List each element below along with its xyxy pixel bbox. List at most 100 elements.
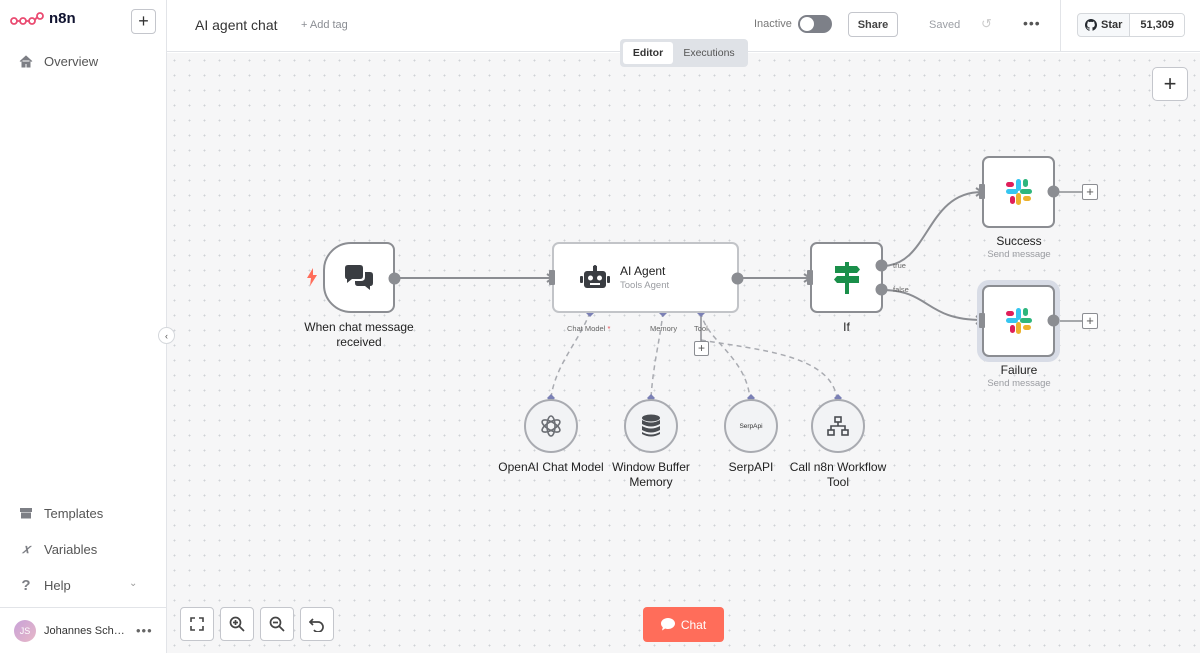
sidebar-item-label: Overview xyxy=(44,53,99,69)
active-status-label: Inactive xyxy=(754,18,792,30)
n8n-logo-icon xyxy=(10,11,44,25)
node-label-success: Success xyxy=(996,234,1042,248)
header: AI agent chat + Add tag Inactive Share S… xyxy=(167,0,1200,52)
node-label-chat-trigger: When chat message received xyxy=(304,320,414,349)
sidebar-item-label: Templates xyxy=(44,505,104,521)
node-openai-chat-model[interactable] xyxy=(524,399,578,453)
node-success[interactable] xyxy=(982,156,1055,228)
collapse-sidebar-button[interactable]: ‹ xyxy=(158,327,175,344)
tab-editor[interactable]: Editor xyxy=(623,42,673,64)
node-subtitle-failure: Send message xyxy=(987,378,1051,389)
sitemap-icon xyxy=(827,416,849,436)
question-icon: ? xyxy=(21,576,31,594)
signpost-icon xyxy=(833,261,860,294)
node-label-openai: OpenAI Chat Model xyxy=(498,460,604,474)
output-port[interactable] xyxy=(731,272,744,285)
active-toggle[interactable] xyxy=(798,15,832,33)
node-call-workflow-tool[interactable] xyxy=(811,399,865,453)
mode-tabs: Editor Executions xyxy=(620,39,748,67)
workflow-name[interactable]: AI agent chat xyxy=(195,17,278,33)
input-port[interactable] xyxy=(549,270,555,285)
add-node-button[interactable]: + xyxy=(1152,67,1188,101)
github-star-widget[interactable]: Star 51,309 xyxy=(1077,13,1185,37)
avatar: JS xyxy=(14,619,36,642)
serpapi-icon: SerpApi xyxy=(739,422,763,430)
database-icon xyxy=(642,414,660,437)
chat-icon xyxy=(660,618,675,631)
toggle-knob xyxy=(800,17,814,31)
chevron-down-icon[interactable]: ⌄ xyxy=(129,578,138,589)
port-label-tool: Tool xyxy=(694,324,708,333)
user-menu[interactable]: JS Johannes Schn... ••• xyxy=(0,607,166,653)
openai-icon xyxy=(541,415,561,437)
zoom-out-button[interactable] xyxy=(260,607,294,641)
port-label-chat-model: Chat Model * xyxy=(567,324,611,333)
zoom-out-icon xyxy=(269,616,285,632)
add-next-node-button[interactable]: + xyxy=(1082,313,1098,329)
saved-status: Saved xyxy=(929,19,961,31)
slack-icon xyxy=(1005,308,1032,334)
sidebar-item-templates[interactable]: Templates xyxy=(18,505,103,521)
node-if[interactable] xyxy=(810,242,883,313)
edge-if-success xyxy=(881,191,983,267)
node-failure[interactable] xyxy=(982,285,1055,357)
node-label-memory: Window Buffer Memory xyxy=(612,460,690,489)
chat-bubbles-icon xyxy=(345,264,373,290)
port-label-memory: Memory xyxy=(650,324,678,333)
agent-subtitle: Tools Agent xyxy=(620,280,670,291)
add-tool-button[interactable]: + xyxy=(694,341,709,356)
output-port[interactable] xyxy=(1047,314,1060,327)
node-label-failure: Failure xyxy=(1000,363,1038,377)
zoom-in-icon xyxy=(229,616,245,632)
node-subtitle-success: Send message xyxy=(987,249,1051,260)
add-next-node-button[interactable]: + xyxy=(1082,184,1098,200)
more-options-icon[interactable]: ••• xyxy=(1023,15,1041,31)
new-workflow-button[interactable]: + xyxy=(131,9,156,34)
node-label-serpapi: SerpAPI xyxy=(728,460,774,474)
add-tag-link[interactable]: + Add tag xyxy=(301,19,348,31)
chat-button-label: Chat xyxy=(680,617,707,632)
output-port-false[interactable] xyxy=(875,283,888,296)
slack-icon xyxy=(1005,179,1032,205)
input-port[interactable] xyxy=(979,313,985,328)
fit-view-button[interactable] xyxy=(180,607,214,641)
github-star-count[interactable]: 51,309 xyxy=(1130,14,1184,36)
output-port[interactable] xyxy=(388,272,401,285)
more-icon[interactable]: ••• xyxy=(136,623,153,638)
node-window-buffer-memory[interactable] xyxy=(624,399,678,453)
github-star-button[interactable]: Star xyxy=(1078,14,1131,36)
sub-edge-chat-model xyxy=(550,311,591,399)
input-port[interactable] xyxy=(979,184,985,199)
reset-zoom-button[interactable] xyxy=(300,607,334,641)
fit-view-icon xyxy=(190,617,204,631)
robot-icon xyxy=(580,265,610,296)
chat-button[interactable]: Chat xyxy=(643,607,724,642)
github-icon xyxy=(1085,19,1097,31)
undo-icon xyxy=(309,618,324,632)
node-serpapi[interactable]: SerpApi xyxy=(724,399,778,453)
share-button[interactable]: Share xyxy=(848,12,898,37)
node-label-if: If xyxy=(843,320,850,334)
sidebar-item-label: Help xyxy=(44,577,71,593)
agent-title: AI Agent xyxy=(620,264,666,278)
zoom-in-button[interactable] xyxy=(220,607,254,641)
sidebar-item-overview[interactable]: Overview xyxy=(18,53,98,69)
output-label-false: false xyxy=(893,285,909,294)
output-port-true[interactable] xyxy=(875,259,888,272)
box-icon xyxy=(18,505,34,521)
history-icon[interactable]: ↺ xyxy=(981,16,992,31)
node-chat-trigger[interactable] xyxy=(323,242,395,313)
edge-if-failure xyxy=(881,289,983,321)
input-port[interactable] xyxy=(807,270,813,285)
n8n-logo[interactable]: n8n xyxy=(10,10,76,27)
sidebar-item-help[interactable]: ? Help xyxy=(18,576,71,594)
sidebar-item-label: Variables xyxy=(44,541,98,557)
output-port[interactable] xyxy=(1047,185,1060,198)
sidebar-item-variables[interactable]: 𝑥 Variables xyxy=(18,541,97,557)
tab-executions[interactable]: Executions xyxy=(683,47,735,59)
sidebar: n8n + Overview Templates 𝑥 Variables ? H… xyxy=(0,0,167,653)
app-name: n8n xyxy=(49,10,76,27)
output-label-true: true xyxy=(893,261,906,270)
divider xyxy=(1060,0,1061,52)
